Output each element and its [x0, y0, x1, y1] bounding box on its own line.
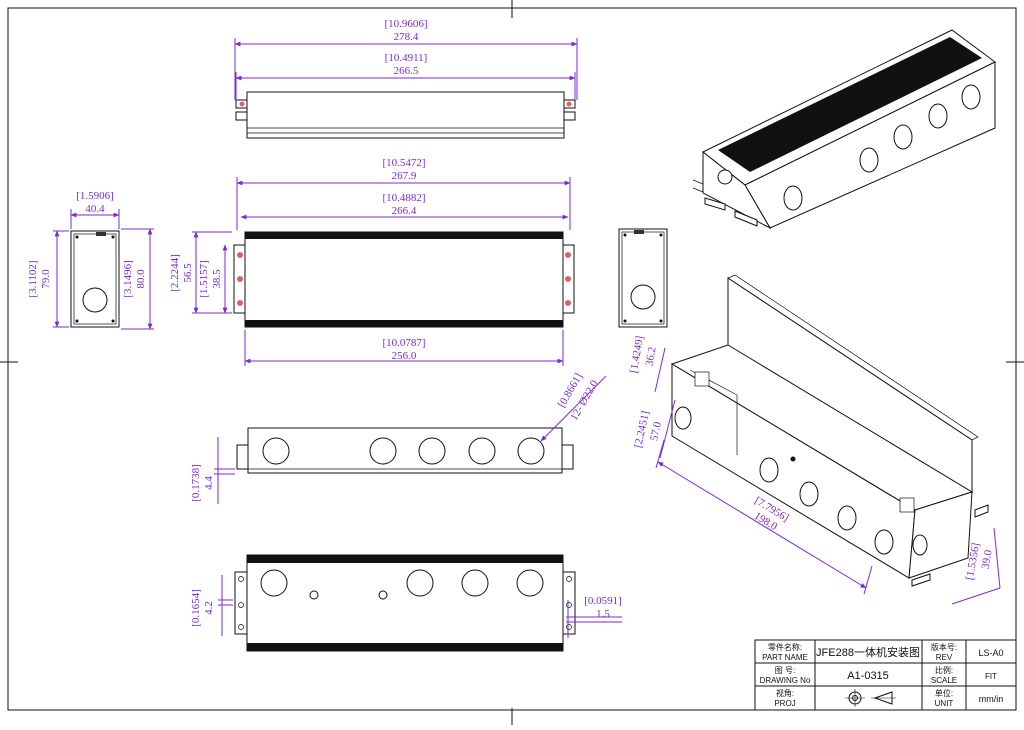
- drawing-no-label-en: DRAWING No: [760, 676, 811, 685]
- dim-top-overall-mm: 278.4: [394, 31, 419, 43]
- rev-value: LS-A0: [978, 648, 1003, 658]
- unit-value: mm/in: [979, 694, 1004, 704]
- bottom-view-dimensions: [0.1654] 4.2 [0.0591] 1.5: [190, 575, 622, 638]
- proj-label-cn: 视角:: [776, 688, 794, 698]
- dim-end-h-inner-mm: 80.0: [135, 269, 147, 289]
- front-view: [233, 231, 575, 328]
- dim-front-overall-mm: 267.9: [392, 170, 417, 182]
- dim-front-bottom-mm: 256.0: [392, 350, 417, 362]
- dim-bottom-flange-mm: 4.2: [203, 601, 215, 615]
- isometric-open-view: [670, 274, 989, 587]
- dim-iso-end-mm: 39.0: [979, 548, 994, 570]
- dim-end-h-outer-mm: 79.0: [40, 269, 52, 289]
- dim-thickness-in: [0.0591]: [584, 595, 622, 607]
- dim-front-h1-mm: 56.5: [182, 263, 194, 283]
- dim-bottom-flange-in: [0.1654]: [190, 589, 202, 627]
- projection-symbol-icon: [845, 689, 896, 707]
- dim-side-flange-in: [0.1738]: [190, 464, 202, 502]
- part-name-label-cn: 零件名称:: [768, 642, 802, 652]
- dim-end-h-outer-in: [3.1102]: [27, 260, 39, 297]
- dim-front-h1-in: [2.2244]: [169, 254, 181, 292]
- right-end-view: [618, 228, 668, 328]
- dim-iso-h-in: [2.2451]: [632, 410, 652, 449]
- rev-label-cn: 版本号:: [931, 642, 957, 652]
- dim-front-h2-in: [1.5157]: [198, 260, 210, 298]
- dim-front-inner-in: [10.4882]: [382, 192, 425, 204]
- dim-top-inner-in: [10.4911]: [385, 52, 428, 64]
- dim-top-overall-in: [10.9606]: [384, 18, 427, 30]
- dim-thickness-mm: 1.5: [596, 608, 610, 620]
- dim-front-overall-in: [10.5472]: [382, 157, 425, 169]
- scale-label-cn: 比例:: [935, 665, 953, 675]
- front-view-dimensions: [10.5472] 267.9 [10.4882] 266.4 [10.0787…: [169, 157, 571, 366]
- drawing-no-label-cn: 图 号:: [775, 666, 795, 675]
- dim-end-width-mm: 40.4: [85, 203, 105, 215]
- unit-label-cn: 单位:: [935, 688, 953, 698]
- dim-iso-w-mm: 36.2: [643, 346, 658, 367]
- top-view: [235, 91, 576, 139]
- part-name-value: JFE288一体机安装图: [816, 645, 920, 659]
- dim-front-h2-mm: 38.5: [211, 269, 223, 289]
- left-end-dimensions: [1.5906] 40.4 [3.1102] 79.0 [3.1496] 80.…: [27, 190, 154, 330]
- dim-iso-h-mm: 57.0: [648, 420, 664, 442]
- isometric-closed-view: [692, 29, 996, 230]
- dim-end-h-inner-in: [3.1496]: [122, 260, 134, 298]
- dim-end-width-in: [1.5906]: [76, 190, 114, 202]
- title-block: 零件名称: PART NAME JFE288一体机安装图 版本号: REV LS…: [754, 639, 1017, 711]
- scale-value: FIT: [985, 672, 997, 681]
- rev-label-en: REV: [936, 653, 953, 662]
- dim-front-bottom-in: [10.0787]: [382, 337, 425, 349]
- dim-front-inner-mm: 266.4: [392, 205, 417, 217]
- proj-label-en: PROJ: [774, 699, 795, 708]
- bottom-view: [234, 554, 576, 652]
- side-view: [236, 427, 574, 474]
- dim-side-flange-mm: 4.4: [203, 476, 215, 490]
- left-end-view: [70, 230, 120, 328]
- dim-iso-w-in: [1.4249]: [628, 335, 646, 374]
- part-name-label-en: PART NAME: [762, 653, 808, 662]
- scale-label-en: SCALE: [931, 676, 957, 685]
- dim-top-inner-mm: 266.5: [394, 65, 419, 77]
- top-view-dimensions: [10.9606] 278.4 [10.4911] 266.5: [234, 18, 578, 100]
- drawing-no-value: A1-0315: [847, 670, 889, 682]
- unit-label-en: UNIT: [935, 699, 954, 708]
